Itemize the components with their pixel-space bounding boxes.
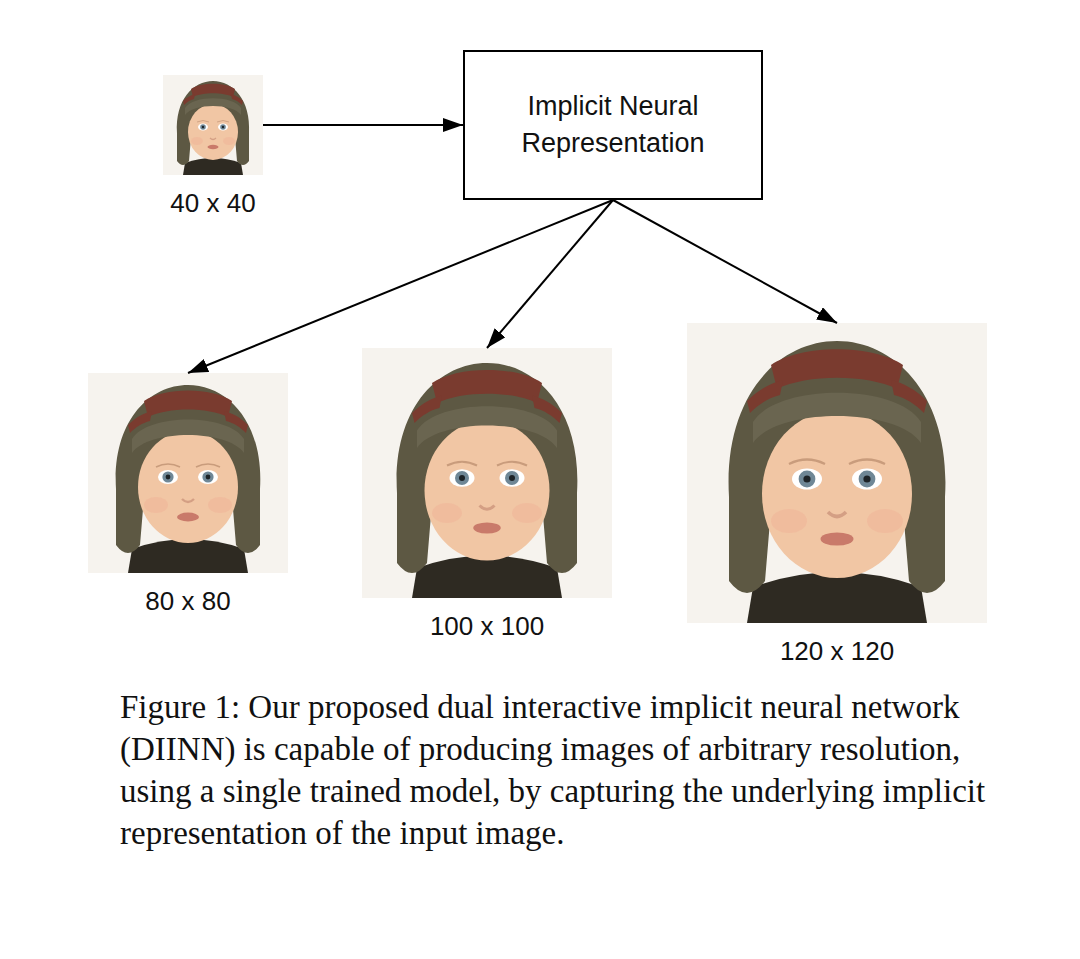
box-text: Implicit Neural Representation bbox=[521, 88, 704, 162]
label-group: 40 x 40 bbox=[170, 188, 255, 218]
arrow-connector bbox=[188, 200, 613, 373]
input-photo bbox=[163, 75, 263, 175]
arrow-connector bbox=[613, 200, 837, 323]
image-node: 40 x 40 bbox=[163, 75, 263, 175]
arrow-connector bbox=[487, 200, 613, 348]
size-label: 100 x 100 bbox=[430, 611, 544, 641]
label-group: 100 x 100 bbox=[430, 611, 544, 641]
process-box: Implicit Neural Representation bbox=[463, 50, 763, 200]
image-node: 80 x 80 bbox=[88, 373, 288, 573]
image-node: 100 x 100 bbox=[362, 348, 612, 598]
figure-caption: Figure 1: Our proposed dual interactive … bbox=[120, 686, 1005, 854]
output-photo bbox=[88, 373, 288, 573]
image-node: 120 x 120 bbox=[687, 323, 987, 623]
arrow-connector bbox=[263, 124, 463, 126]
output-photo bbox=[687, 323, 987, 623]
output-photo bbox=[362, 348, 612, 598]
size-label: 80 x 80 bbox=[145, 586, 230, 616]
size-label: 120 x 120 bbox=[780, 636, 894, 666]
label-group: 80 x 80 bbox=[145, 586, 230, 616]
size-label: 40 x 40 bbox=[170, 188, 255, 218]
label-group: 120 x 120 bbox=[780, 636, 894, 666]
